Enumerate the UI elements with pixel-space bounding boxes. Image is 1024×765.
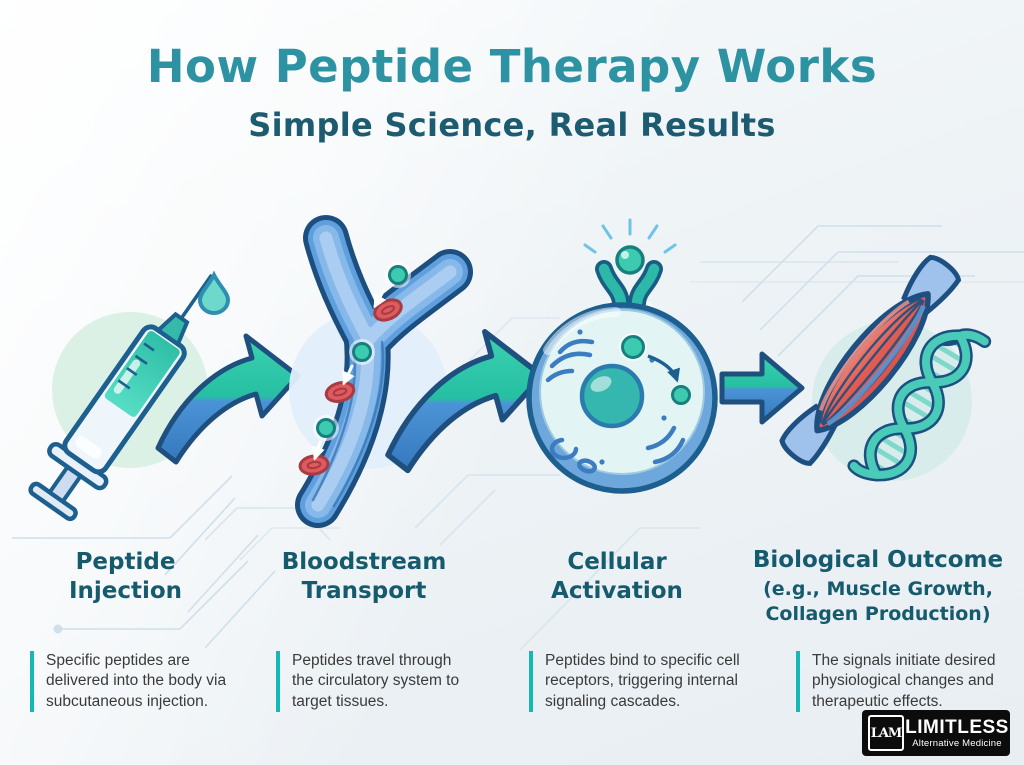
curved-arrow-icon-2 <box>388 332 542 471</box>
muscle-dna-illustration <box>779 254 992 482</box>
dna-icon <box>847 328 992 482</box>
blood-vessel-illustration <box>289 215 473 528</box>
straight-arrow-icon <box>719 351 805 425</box>
peptide-ball <box>615 245 645 275</box>
step1-description: Specific peptides are delivered into the… <box>30 651 251 713</box>
page-title: How Peptide Therapy Works <box>146 40 878 93</box>
step4-title: Biological Outcome (e.g., Muscle Growth,… <box>744 546 1012 626</box>
step1-background-circle <box>52 312 208 468</box>
step3-description: Peptides bind to specific cell receptors… <box>529 651 757 713</box>
receptor-icon <box>595 260 663 351</box>
brand-name: LIMITLESS <box>905 716 1009 738</box>
step3-title: Cellular Activation <box>551 549 683 604</box>
curved-arrow-icon-1 <box>158 336 298 462</box>
sparkle-lines <box>583 218 677 254</box>
flow-direction-arrows <box>311 288 387 461</box>
step1-title: Peptide Injection <box>68 549 183 604</box>
step4-background-circle <box>812 321 972 481</box>
brand-logo: LAM LIMITLESS Alternative Medicine <box>862 710 1010 756</box>
brand-text: LIMITLESS Alternative Medicine <box>904 718 1010 749</box>
step4-title-examples: (e.g., Muscle Growth, Collagen Productio… <box>763 577 993 625</box>
brand-monogram: LAM <box>868 715 904 751</box>
signal-cascade-arrow <box>647 354 681 383</box>
syringe-illustration <box>28 270 231 522</box>
droplet-icon <box>197 270 231 315</box>
organelles <box>545 329 686 474</box>
step4-title-main: Biological Outcome <box>752 547 1004 573</box>
cell-membrane <box>526 302 718 494</box>
nucleus <box>579 363 645 429</box>
step4-description: The signals initiate desired physiologic… <box>796 651 1022 713</box>
step2-background-circle <box>289 311 447 469</box>
step2-description: Peptides travel through the circulatory … <box>276 651 477 713</box>
muscle-icon <box>779 254 962 466</box>
step2-title: Bloodstream Transport <box>281 549 447 604</box>
brand-tagline: Alternative Medicine <box>912 737 1002 749</box>
cell-illustration <box>526 218 718 494</box>
peptide-particles <box>313 262 411 441</box>
red-blood-cells <box>298 298 403 476</box>
page-subtitle: Simple Science, Real Results <box>248 106 776 144</box>
